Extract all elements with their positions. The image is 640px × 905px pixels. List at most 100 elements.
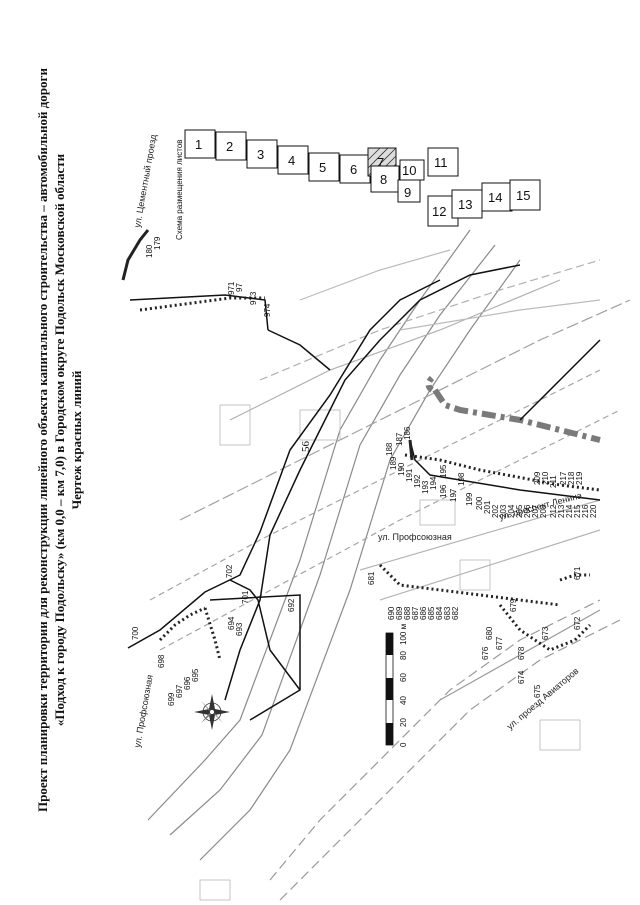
pt-210: 210 xyxy=(541,471,550,485)
pt-696: 696 xyxy=(183,676,192,690)
pt-216: 216 xyxy=(581,504,590,518)
pt-672: 672 xyxy=(573,616,582,630)
pt-186: 186 xyxy=(403,426,412,440)
pt-684: 684 xyxy=(435,606,444,620)
svg-text:14: 14 xyxy=(488,190,502,205)
pt-681: 681 xyxy=(367,571,376,585)
svg-text:13: 13 xyxy=(458,197,472,212)
sheet-1: 1 xyxy=(184,129,216,159)
sheet-3: 3 xyxy=(246,139,278,169)
pt-193: 193 xyxy=(421,480,430,494)
pt-700: 700 xyxy=(131,626,140,640)
pt-699: 699 xyxy=(167,692,176,706)
pt-208: 208 xyxy=(539,504,548,518)
sheet-2: 2 xyxy=(215,131,247,161)
svg-text:3: 3 xyxy=(257,147,264,162)
pt-190: 190 xyxy=(397,462,406,476)
pt-695: 695 xyxy=(191,668,200,682)
pt-214: 214 xyxy=(565,504,574,518)
sheet-10: 10 xyxy=(399,159,425,181)
pt-180: 180 xyxy=(145,244,154,258)
pt-189: 189 xyxy=(389,456,398,470)
boundary-line xyxy=(432,388,601,443)
pt-192: 192 xyxy=(413,474,422,488)
pt-694: 694 xyxy=(227,616,236,630)
pt-702: 702 xyxy=(225,564,234,578)
scale-tick-100: 100 м xyxy=(399,624,408,645)
svg-text:9: 9 xyxy=(404,185,411,200)
street-profsoyuznaya-top: ул. Профсоюзная xyxy=(378,532,452,542)
scheme-label: Схема размещения листов xyxy=(175,139,184,240)
svg-text:11: 11 xyxy=(434,155,448,170)
svg-text:1: 1 xyxy=(195,137,202,152)
pt-690: 690 xyxy=(387,606,396,620)
pt-213: 213 xyxy=(557,504,566,518)
pt-676: 676 xyxy=(481,646,490,660)
pt-671: 671 xyxy=(573,566,582,580)
street-labels: ул. Цементный проезд ул. Профсоюзная ул.… xyxy=(132,133,583,748)
pt-191: 191 xyxy=(405,468,414,482)
street-cement: ул. Цементный проезд xyxy=(132,133,158,228)
pt-200: 200 xyxy=(475,496,484,510)
sheet-scheme: Схема размещения листов 1 2 3 4 5 6 7 8 … xyxy=(175,129,541,240)
street-profsoyuznaya-left: ул. Профсоюзная xyxy=(132,674,155,749)
sheet-11: 11 xyxy=(427,147,459,177)
vertex-chains xyxy=(121,229,601,661)
pt-207: 207 xyxy=(531,504,540,518)
pt-688: 688 xyxy=(403,606,412,620)
compass-icon xyxy=(194,694,230,730)
pt-209: 209 xyxy=(533,471,542,485)
pt-689: 689 xyxy=(395,606,404,620)
svg-text:2: 2 xyxy=(226,139,233,154)
svg-text:4: 4 xyxy=(288,153,295,168)
pt-692: 692 xyxy=(287,598,296,612)
scale-tick-40: 40 xyxy=(399,696,408,705)
pt-215: 215 xyxy=(573,504,582,518)
pt-218: 218 xyxy=(567,471,576,485)
sheet-6: 6 xyxy=(339,154,371,184)
pt-973: 973 xyxy=(249,291,258,305)
pt-680: 680 xyxy=(485,626,494,640)
point-labels: 180 179 971 97 973 974 188 187 186 189 1… xyxy=(131,236,598,706)
sheet-5: 5 xyxy=(308,152,340,182)
pt-701: 701 xyxy=(241,590,250,604)
scale-tick-60: 60 xyxy=(399,673,408,682)
pt-201: 201 xyxy=(483,500,492,514)
pt-203: 203 xyxy=(499,504,508,518)
pt-195: 195 xyxy=(439,464,448,478)
pt-197: 197 xyxy=(449,488,458,502)
pt-675: 675 xyxy=(533,684,542,698)
scale-bar: 0 20 40 60 80 100 м xyxy=(385,624,408,747)
pt-971: 971 xyxy=(227,281,236,295)
sheet-8: 8 xyxy=(370,165,400,193)
sheet-9: 9 xyxy=(397,179,421,203)
pt-202: 202 xyxy=(491,504,500,518)
pt-683: 683 xyxy=(443,606,452,620)
pt-204: 204 xyxy=(507,504,516,518)
sheet-14: 14 xyxy=(481,182,513,212)
scale-tick-20: 20 xyxy=(399,718,408,727)
pt-194: 194 xyxy=(429,476,438,490)
pt-188: 188 xyxy=(385,442,394,456)
svg-text:7: 7 xyxy=(377,155,384,170)
pt-211: 211 xyxy=(549,475,558,488)
svg-text:5: 5 xyxy=(319,160,326,175)
svg-text:12: 12 xyxy=(432,204,446,219)
sheet-15: 15 xyxy=(509,179,541,211)
pt-697: 697 xyxy=(175,684,184,698)
pt-206: 206 xyxy=(523,504,532,518)
pt-199: 199 xyxy=(465,492,474,506)
pt-686: 686 xyxy=(419,606,428,620)
svg-text:6: 6 xyxy=(350,162,357,177)
pt-205: 205 xyxy=(515,504,524,518)
pt-698: 698 xyxy=(157,654,166,668)
pt-974: 974 xyxy=(263,303,272,317)
pt-212: 212 xyxy=(549,504,558,518)
pt-685: 685 xyxy=(427,606,436,620)
building-outlines xyxy=(199,404,581,901)
sheet-4: 4 xyxy=(277,145,309,175)
pt-673: 673 xyxy=(541,626,550,640)
pt-693: 693 xyxy=(235,622,244,636)
pt-198: 198 xyxy=(457,472,466,486)
